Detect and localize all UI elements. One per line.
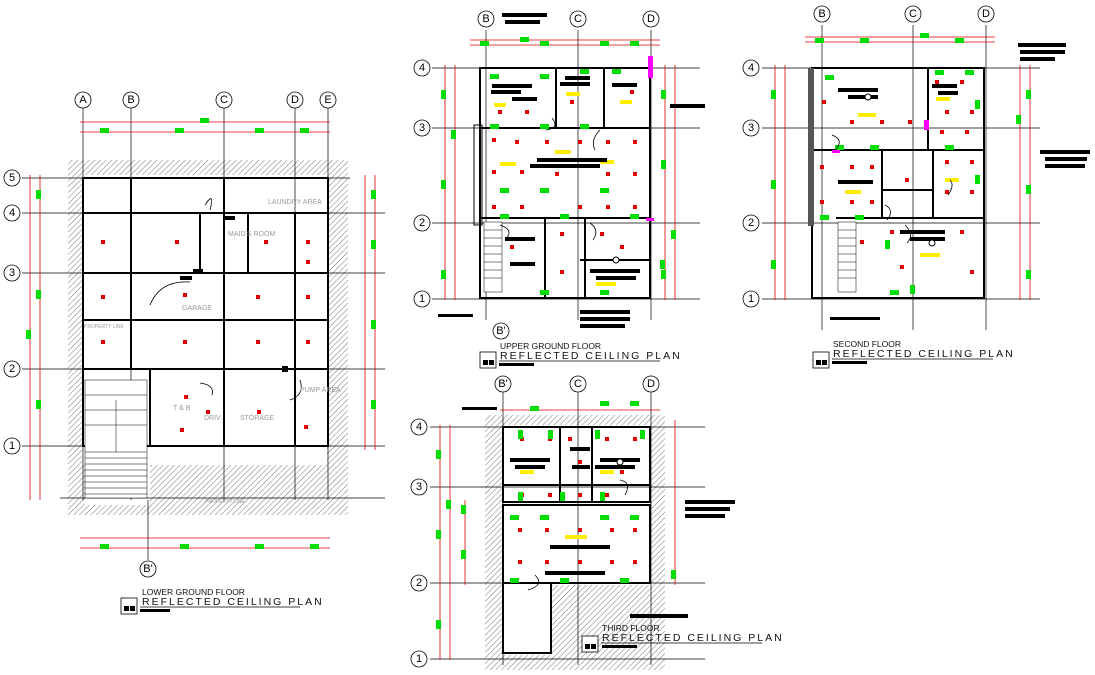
upper-plan-title: REFLECTED CEILING PLAN: [500, 350, 682, 362]
room-maids: MAID'S ROOM: [228, 231, 275, 238]
upper-grid-b: B: [482, 13, 489, 25]
grid-label-b: B: [127, 94, 134, 106]
upper-grid-2: 2: [419, 217, 425, 229]
second-yellow-fixtures: [845, 97, 959, 257]
third-grid-1: 1: [416, 653, 422, 665]
room-driv: DRIV.: [204, 415, 222, 422]
third-floor-name: THIRD FLOOR: [602, 623, 660, 633]
second-dim-markers: [771, 33, 1031, 279]
second-tag-blocks: [830, 43, 1090, 320]
third-grid-c: C: [574, 378, 582, 390]
third-dim-markers: [436, 401, 676, 629]
lower-plan-title: REFLECTED CEILING PLAN: [142, 596, 324, 608]
upper-grid-bprime: B': [496, 325, 505, 337]
room-laundry: LAUNDRY AREA: [268, 199, 322, 206]
room-storage: STORAGE: [240, 415, 274, 422]
second-pink-marks: [832, 120, 929, 153]
second-grid-c: C: [909, 8, 917, 20]
upper-title-block: UPPER GROUND FLOOR REFLECTED CEILING PLA…: [479, 341, 682, 369]
second-grid-3: 3: [748, 122, 754, 134]
second-grid-d: D: [982, 8, 990, 20]
room-garage: GARAGE: [182, 305, 212, 312]
third-grid-d: D: [647, 378, 655, 390]
grid-label-2: 2: [9, 363, 15, 375]
room-tb: T & B: [173, 405, 191, 412]
upper-floor-name: UPPER GROUND FLOOR: [500, 341, 601, 351]
lower-title-block: LOWER GROUND FLOOR REFLECTED CEILING PLA…: [120, 587, 324, 615]
property-line-label: PROPERTY LINE: [84, 324, 124, 330]
third-title-block: THIRD FLOOR REFLECTED CEILING PLAN: [581, 623, 784, 653]
lower-light-fixtures: [101, 240, 310, 432]
second-title-block: SECOND FLOOR REFLECTED CEILING PLAN: [812, 339, 1015, 369]
second-grid-b: B: [818, 8, 825, 20]
lower-tag-blocks: [180, 216, 288, 372]
second-heavy-wall: [808, 68, 814, 226]
second-floor-plan: B C D 4 3 2 1 SECOND FLOOR REFLECTED CEI…: [742, 5, 1090, 369]
upper-exhaust-fan: [612, 256, 620, 264]
second-grid-lines: [762, 25, 1040, 330]
third-grid-3: 3: [416, 481, 422, 493]
second-room-markers: [820, 70, 980, 295]
third-grid-bprime: B': [498, 378, 507, 390]
grid-label-3: 3: [9, 267, 15, 279]
grid-label-5: 5: [9, 172, 15, 184]
lower-grid-bubbles: [3, 91, 337, 578]
upper-grid-d: D: [647, 13, 655, 25]
third-grid-bubbles: [410, 375, 660, 668]
grid-label-c: C: [220, 94, 228, 106]
upper-room-markers: [490, 69, 665, 295]
lower-switch-arcs: [149, 198, 302, 401]
upper-tag-blocks: [438, 13, 705, 328]
upper-grid-4: 4: [419, 62, 425, 74]
property-line-label-2: PROPERTY LINE: [205, 499, 245, 505]
grid-label-d: D: [291, 94, 299, 106]
second-grid-2: 2: [748, 217, 754, 229]
third-floor-plan: B' C D 4 3 2 1 THIRD FLOOR REFLECTED CEI…: [410, 375, 784, 670]
lower-dim-markers: [26, 118, 376, 549]
upper-ground-floor-plan: B C D 4 3 2 1 B' UPPER GROUND FLOOR REFL…: [413, 10, 705, 369]
upper-switch-arcs: [499, 117, 601, 241]
grid-label-1: 1: [9, 440, 15, 452]
upper-grid-bubbles: [413, 10, 660, 340]
room-pump: PUMP AREA: [300, 387, 341, 394]
second-floor-name: SECOND FLOOR: [833, 339, 901, 349]
second-grid-4: 4: [748, 62, 754, 74]
second-stairs: [837, 221, 857, 293]
upper-light-fixtures: [492, 90, 637, 274]
third-room-markers: [510, 430, 645, 583]
upper-pink-marks: [646, 56, 654, 221]
lower-walls: [82, 177, 329, 447]
lower-stairs: [84, 379, 148, 499]
third-yellow-fixtures: [520, 470, 614, 539]
third-switch-arcs: [527, 479, 628, 591]
second-switch-arcs: [831, 134, 953, 244]
upper-stairs: [483, 221, 503, 293]
lower-floor-name: LOWER GROUND FLOOR: [142, 587, 245, 597]
third-grid-4: 4: [416, 421, 422, 433]
second-grid-1: 1: [748, 293, 754, 305]
third-plan-title: REFLECTED CEILING PLAN: [602, 632, 784, 644]
upper-grid-1: 1: [419, 293, 425, 305]
upper-dim-markers: [441, 37, 676, 279]
third-walls: [502, 426, 651, 654]
second-grid-bubbles: [742, 5, 995, 308]
upper-grid-3: 3: [419, 122, 425, 134]
grid-label-a: A: [79, 94, 87, 106]
upper-grid-c: C: [574, 13, 582, 25]
lower-ground-floor-plan: LAUNDRY AREA MAID'S ROOM GARAGE T & B DR…: [3, 91, 385, 615]
grid-label-e: E: [324, 94, 331, 106]
second-plan-title: REFLECTED CEILING PLAN: [833, 348, 1015, 360]
upper-yellow-fixtures: [494, 92, 632, 286]
third-grid-2: 2: [416, 577, 422, 589]
grid-label-bprime: B': [143, 563, 152, 575]
grid-label-4: 4: [9, 207, 15, 219]
upper-grid-lines: [432, 30, 700, 320]
